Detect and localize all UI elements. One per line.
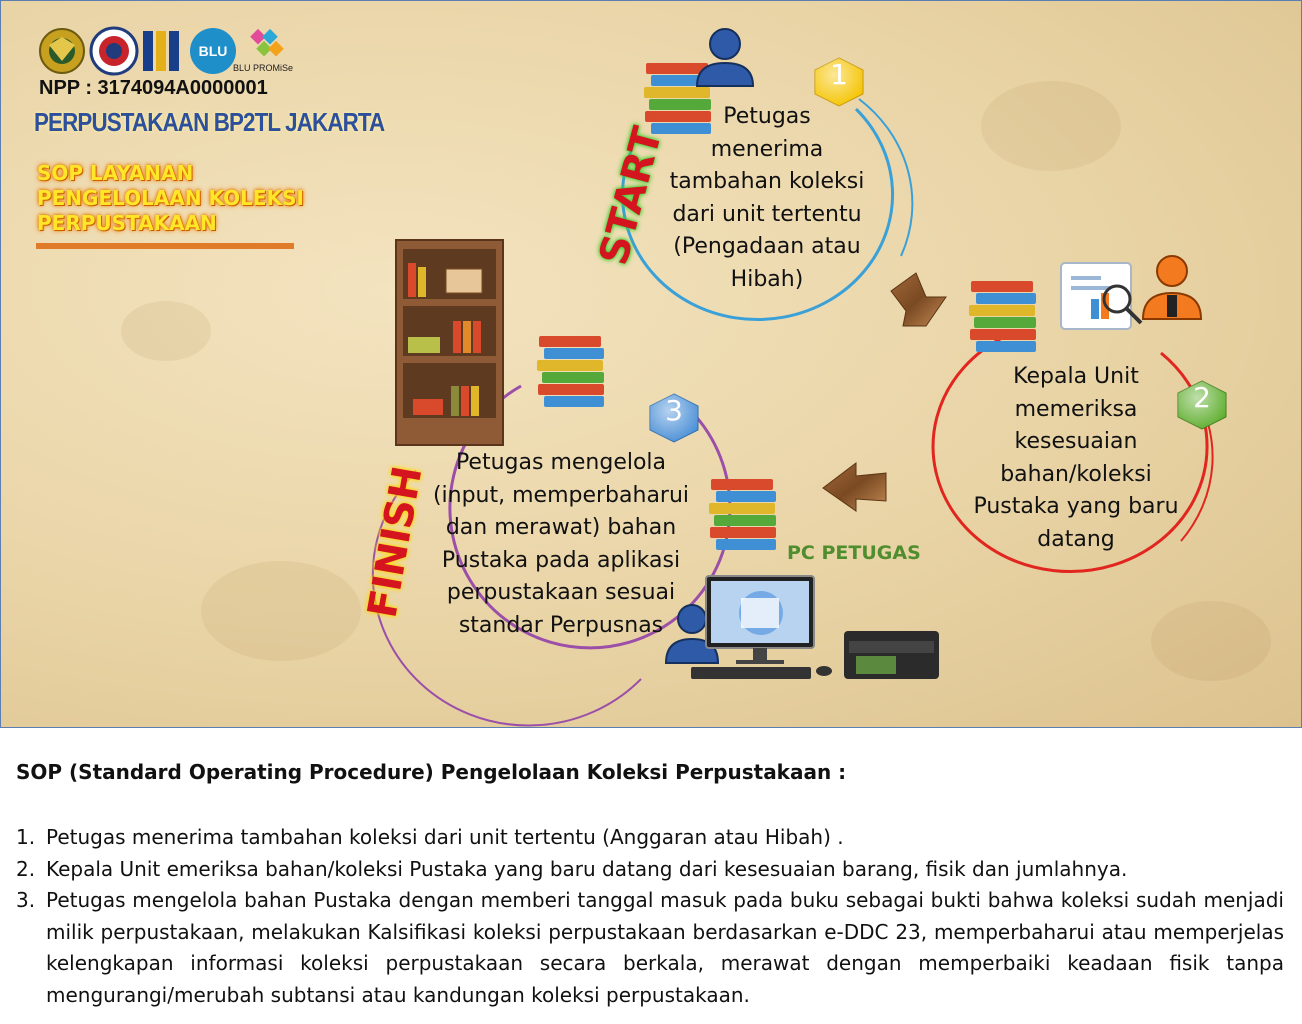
texture-speck — [1151, 601, 1271, 681]
ring-step-2 — [931, 334, 1209, 573]
computer-illustration — [691, 575, 832, 679]
step-3-text: Petugas mengelola (input, memperbaharui … — [421, 447, 701, 642]
arrow-step1-to-step2 — [890, 272, 947, 327]
printer-illustration — [844, 631, 939, 679]
document-search-icon — [1060, 262, 1143, 330]
step-1-line: tambahan koleksi — [669, 169, 865, 194]
sop-step-text: Kepala Unit emeriksa bahan/koleksi Pusta… — [46, 856, 1128, 881]
badge-logo — [89, 26, 139, 76]
npp-number: NPP : 3174094A0000001 — [39, 77, 268, 99]
step-2-line: Kepala Unit — [1013, 364, 1139, 389]
blu-promise-text: BLU PROMiSe — [233, 63, 293, 73]
sop-title-line: SOP LAYANAN — [37, 161, 194, 185]
bookshelf-illustration — [395, 239, 504, 446]
library-name: PERPUSTAKAAN BP2TL JAKARTA — [34, 107, 385, 137]
person-icon-step-1 — [695, 28, 755, 87]
step-1-line: Hibah) — [730, 266, 804, 292]
book-stack-step-3 — [537, 336, 604, 407]
step-1-number-badge: 1 — [815, 58, 863, 106]
badge-step-3 — [649, 393, 699, 443]
blu-logo-text: BLU — [199, 43, 228, 59]
step-3-number-badge: 3 — [650, 394, 698, 442]
step-3-number: 3 — [665, 394, 683, 427]
sop-step-text: Petugas mengelola bahan Pustaka dengan m… — [46, 888, 1284, 1007]
ring-step-1-outer — [858, 98, 914, 257]
step-2-number-badge: 2 — [1178, 381, 1226, 429]
texture-speck — [201, 561, 361, 661]
texture-speck — [981, 81, 1121, 171]
step-3-line: standar Perpusnas — [458, 612, 664, 638]
emblem-logo — [39, 28, 85, 74]
book-stack-step-2 — [969, 281, 1036, 352]
step-2-text: Kepala Unit memeriksa kesesuaian bahan/k… — [961, 361, 1191, 556]
book-logo — [143, 31, 179, 71]
step-3-line: (input, memperbaharui — [432, 482, 690, 508]
step-2-line: Pustaka yang baru — [973, 494, 1179, 519]
step-1-text: Petugas menerima tambahan koleksi dari u… — [657, 101, 877, 296]
arrow-step2-to-step3 — [822, 461, 887, 512]
step-2-line: memeriksa — [1014, 396, 1138, 422]
sop-step-item: 2. Kepala Unit emeriksa bahan/koleksi Pus… — [16, 854, 1284, 886]
sop-step-text: Petugas menerima tambahan koleksi dari u… — [46, 825, 844, 849]
sop-title: SOP LAYANAN PENGELOLAAN KOLEKSI PERPUSTA… — [37, 161, 357, 236]
sop-step-number: 3. — [16, 888, 36, 912]
step-3-line: Petugas mengelola — [455, 450, 667, 475]
supervisor-icon-step-2 — [1141, 255, 1203, 320]
step-2-number: 2 — [1193, 381, 1211, 414]
blu-promise-logo: BLU PROMiSe — [233, 28, 293, 73]
step-2-line: datang — [1037, 526, 1115, 552]
badge-step-1 — [814, 57, 864, 107]
sop-step-number: 2. — [16, 856, 36, 881]
sop-heading: SOP (Standard Operating Procedure) Penge… — [16, 760, 847, 784]
step-3-line: dan merawat) bahan — [445, 515, 677, 540]
sop-step-item: 3. Petugas mengelola bahan Pustaka dengan… — [16, 885, 1284, 1011]
badge-step-2 — [1177, 380, 1227, 430]
ring-step-1 — [621, 107, 895, 322]
step-1-line: Petugas — [723, 104, 811, 129]
ring-step-3-outer — [371, 470, 642, 727]
sop-step-number: 1. — [16, 825, 36, 849]
step-1-line: menerima — [710, 136, 824, 162]
texture-speck — [121, 301, 211, 361]
sop-description: SOP (Standard Operating Procedure) Penge… — [0, 740, 1302, 1024]
step-3-line: Pustaka pada aplikasi — [441, 547, 681, 573]
book-stack-pc — [709, 479, 776, 550]
diagram-graphics: BLU BLU PROMiSe — [39, 26, 1227, 727]
step-1-line: (Pengadaan atau — [673, 234, 861, 259]
pc-petugas-label: PC PETUGAS — [787, 542, 921, 564]
sop-poster: BLU BLU PROMiSe — [0, 0, 1302, 728]
sop-step-list: 1. Petugas menerima tambahan koleksi dari… — [16, 822, 1284, 1011]
step-1-number: 1 — [830, 58, 848, 91]
step-1-line: dari unit tertentu — [672, 201, 862, 227]
step-2-line: bahan/koleksi — [1000, 461, 1152, 487]
step-3-line: perpustakaan sesuai — [446, 580, 676, 605]
step-2-line: kesesuaian — [1014, 429, 1138, 454]
sop-title-line: PENGELOLAAN KOLEKSI — [37, 186, 304, 210]
blu-logo: BLU — [190, 28, 236, 74]
sop-title-line: PERPUSTAKAAN — [37, 211, 217, 235]
title-underline — [36, 243, 294, 249]
book-stack-step-1 — [644, 63, 711, 134]
sop-step-item: 1. Petugas menerima tambahan koleksi dari… — [16, 822, 1284, 854]
